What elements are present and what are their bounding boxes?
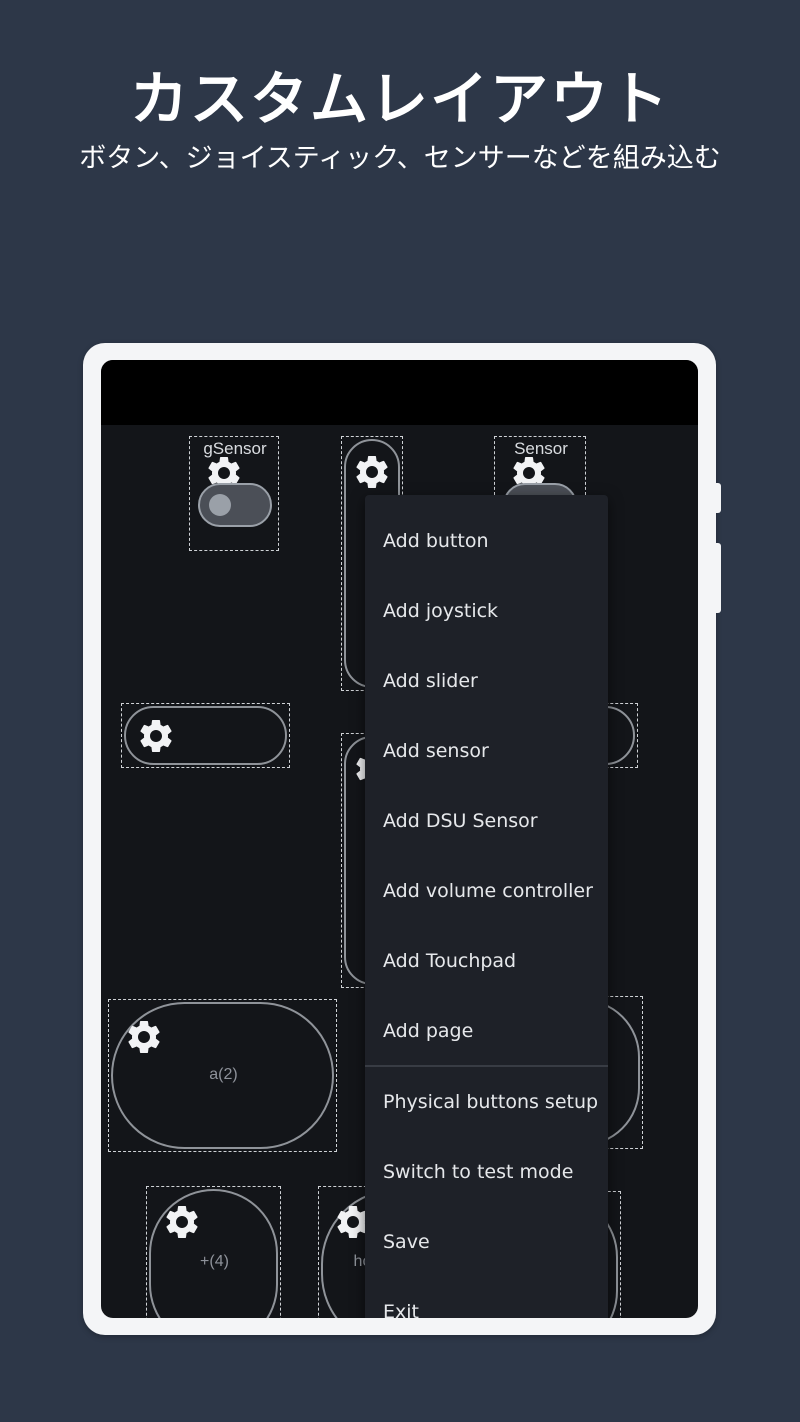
menu-item-switch-to-test-mode[interactable]: Switch to test mode xyxy=(383,1161,574,1183)
menu-item-add-slider[interactable]: Add slider xyxy=(383,670,478,692)
gsensor-control[interactable]: gSensor xyxy=(189,436,279,551)
sensor-label: Sensor xyxy=(514,439,568,458)
promo-title: カスタムレイアウト xyxy=(129,65,670,133)
gear-icon[interactable] xyxy=(124,1017,164,1057)
gear-icon[interactable] xyxy=(352,452,392,492)
menu-item-add-page[interactable]: Add page xyxy=(383,1020,474,1042)
tablet-volume-button xyxy=(716,543,721,613)
toggle-knob xyxy=(209,494,231,516)
button-plus-label: +(4) xyxy=(200,1253,229,1270)
horizontal-slider-track xyxy=(124,706,287,765)
menu-item-add-dsu-sensor[interactable]: Add DSU Sensor xyxy=(383,810,538,832)
tablet-power-button xyxy=(716,483,721,513)
menu-item-physical-buttons-setup[interactable]: Physical buttons setup xyxy=(383,1091,599,1113)
button-plus-shape xyxy=(149,1189,278,1318)
menu-item-add-button[interactable]: Add button xyxy=(383,530,489,552)
tablet-device-frame: gSensor Sensor xyxy=(83,343,721,1335)
menu-divider xyxy=(365,1065,608,1067)
button-a-label: a(2) xyxy=(209,1066,238,1083)
status-bar xyxy=(101,360,698,425)
button-a-control[interactable]: a(2) xyxy=(108,999,337,1152)
menu-item-add-volume-controller[interactable]: Add volume controller xyxy=(383,880,593,902)
gsensor-label: gSensor xyxy=(203,439,267,458)
gear-icon[interactable] xyxy=(162,1202,202,1242)
menu-item-exit[interactable]: Exit xyxy=(383,1301,419,1318)
button-a-shape xyxy=(111,1002,334,1149)
menu-item-add-sensor[interactable]: Add sensor xyxy=(383,740,489,762)
gsensor-toggle[interactable] xyxy=(198,483,272,527)
menu-item-save[interactable]: Save xyxy=(383,1231,430,1253)
button-plus-control[interactable]: +(4) xyxy=(146,1186,281,1318)
gear-icon[interactable] xyxy=(136,716,176,756)
horizontal-slider-control[interactable] xyxy=(121,703,290,768)
context-menu: Add button Add joystick Add slider Add s… xyxy=(365,495,608,1318)
menu-item-add-touchpad[interactable]: Add Touchpad xyxy=(383,950,517,972)
menu-item-add-joystick[interactable]: Add joystick xyxy=(383,600,499,622)
layout-editor-screen: gSensor Sensor xyxy=(101,360,698,1318)
promo-subtitle: ボタン、ジョイスティック、センサーなどを組み込む xyxy=(79,143,721,174)
